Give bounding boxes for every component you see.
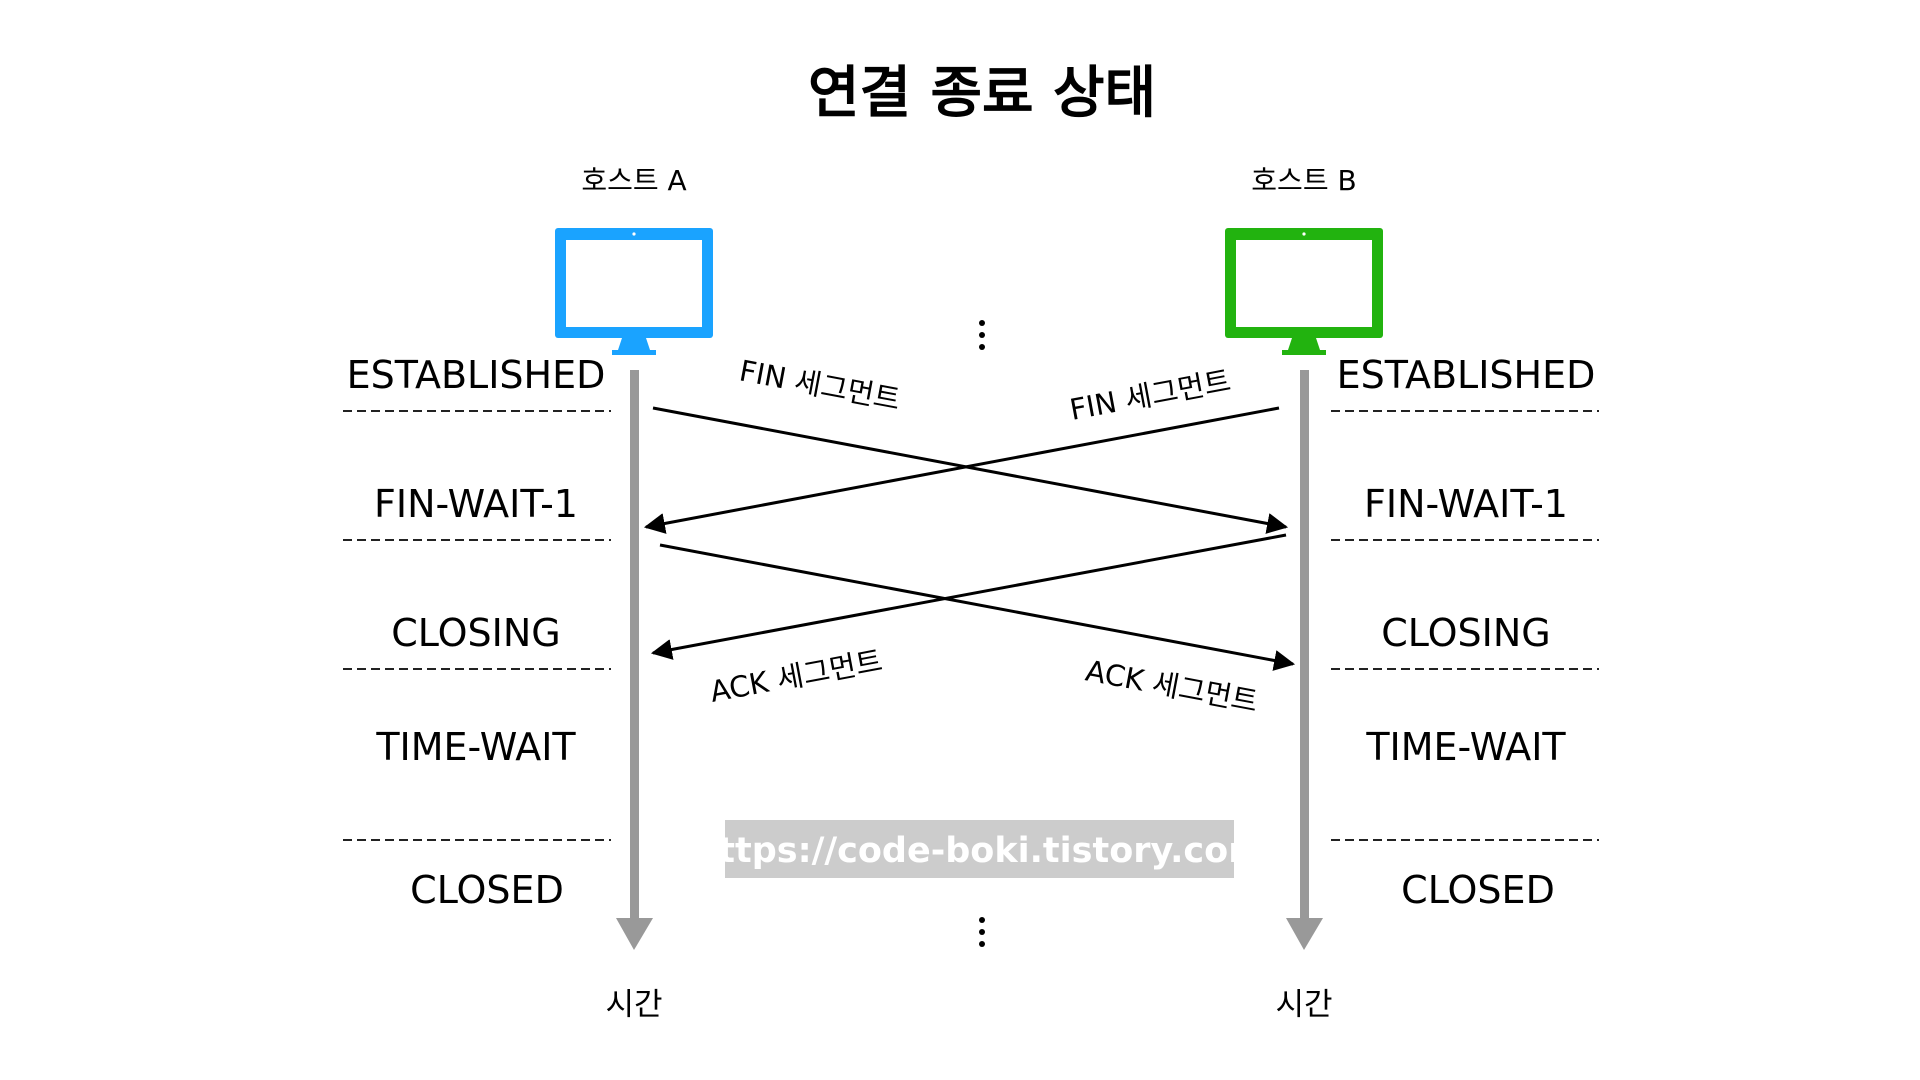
host-a-state-time-wait: TIME-WAIT (375, 725, 576, 769)
ack-b-to-a-label: ACK 세그먼트 (707, 643, 885, 709)
watermark-text: https://code-boki.tistory.com (693, 831, 1264, 871)
host-b-state-time-wait: TIME-WAIT (1365, 725, 1566, 769)
host-a-monitor-icon (555, 228, 713, 355)
host-a-state-fin-wait-1: FIN-WAIT-1 (374, 482, 578, 526)
host-b-state-fin-wait-1: FIN-WAIT-1 (1364, 482, 1568, 526)
ack-b-to-a-arrow (650, 533, 1287, 660)
watermark: https://code-boki.tistory.com (693, 820, 1265, 878)
fin-b-to-a-arrow (643, 406, 1280, 534)
diagram-title: 연결 종료 상태 (808, 61, 1156, 126)
host-a-label: 호스트 A (581, 164, 686, 197)
host-b-timeline (1286, 370, 1323, 950)
ellipsis-top (979, 320, 985, 350)
host-a-state-closing: CLOSING (391, 611, 560, 655)
host-b-label: 호스트 B (1251, 164, 1356, 197)
host-a-state-closed: CLOSED (410, 868, 564, 912)
host-a-time-label: 시간 (605, 987, 662, 1023)
host-a-state-established: ESTABLISHED (347, 353, 606, 397)
ellipsis-bottom (979, 917, 985, 947)
host-a-timeline (616, 370, 653, 950)
host-b-state-established: ESTABLISHED (1337, 353, 1596, 397)
fin-a-to-b-label: FIN 세그먼트 (737, 353, 903, 416)
host-b-state-closed: CLOSED (1401, 868, 1555, 912)
host-b-time-label: 시간 (1275, 987, 1332, 1023)
ack-a-to-b-arrow (659, 543, 1296, 671)
host-b-state-closing: CLOSING (1381, 611, 1550, 655)
fin-b-to-a-label: FIN 세그먼트 (1067, 363, 1233, 426)
host-b-monitor-icon (1225, 228, 1383, 355)
ack-a-to-b-label: ACK 세그먼트 (1083, 653, 1261, 719)
